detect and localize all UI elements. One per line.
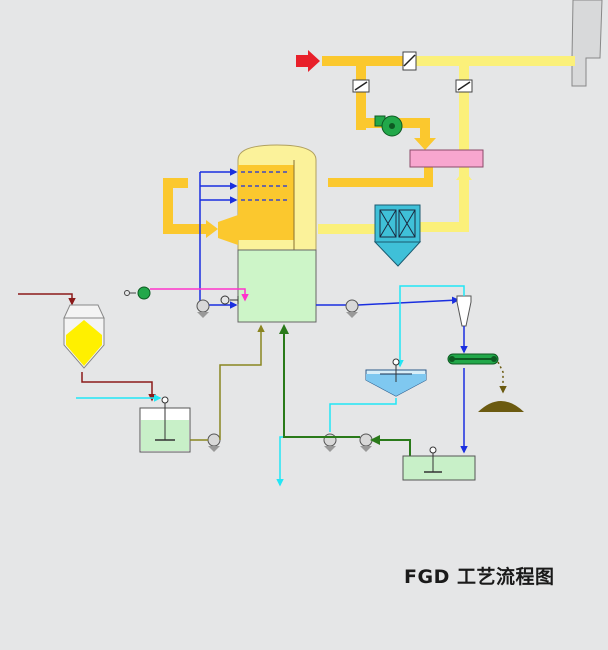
dust-precipitator [373,204,422,267]
absorber-return-line [279,324,360,438]
slurry-feed-pump [207,433,221,452]
spray-recirculation-pipes [199,168,238,310]
slurry-feed-line [190,326,261,441]
gas-gas-heater [409,149,484,168]
booster-fan [374,115,403,137]
oxidation-air-pipe [150,288,249,302]
limestone-feed-line [18,293,76,306]
filtrate-tank [402,446,476,481]
clean-gas-arrow [456,170,472,180]
process-water-discharge [276,436,324,487]
bypass-damper [402,51,417,71]
recirculation-pump [196,299,210,318]
bleed-pump [345,299,359,318]
hydrocyclone [456,295,472,327]
gypsum-pile [478,401,524,412]
cyclone-overflow-line [396,285,465,368]
outlet-damper [455,79,473,93]
gypsum-drop-line [497,361,507,394]
vacuum-belt-filter [447,353,499,365]
bleed-to-cyclone-line [316,300,458,305]
absorber-packing-zone [238,165,294,240]
thickener [365,358,427,397]
diagram-caption: FGD 工艺流程图 [404,566,555,588]
thickener-water-return [329,398,397,432]
clean-gas-duct [318,56,575,234]
chimney [571,0,603,87]
limestone-slurry-tank [139,396,191,453]
limestone-to-tank-line [81,372,156,402]
oxidation-air-blower [124,286,151,300]
inlet-damper [352,79,370,93]
absorber-tower [218,144,317,323]
return-slurry-line [370,435,411,456]
flue-gas-inlet-arrow [296,50,320,72]
limestone-silo [63,304,105,369]
control-valve [220,295,239,305]
process-water-pump-2 [359,433,373,452]
absorber-sump [237,249,317,323]
